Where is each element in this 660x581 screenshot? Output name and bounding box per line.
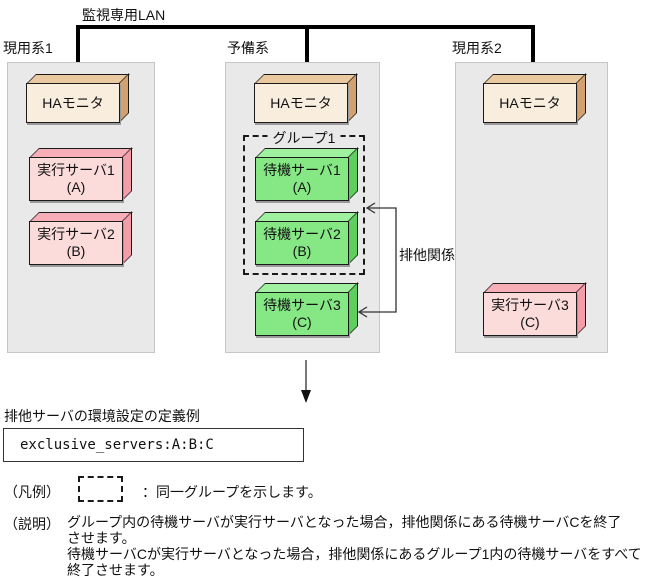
- explanation-line: 終了させます。: [67, 562, 164, 578]
- server-name: 実行サーバ2: [37, 226, 115, 242]
- server-name: 待機サーバ1: [263, 162, 341, 178]
- server-name: 待機サーバ3: [263, 297, 341, 313]
- server-id: (A): [66, 179, 86, 195]
- server-id: (C): [292, 314, 312, 330]
- system-label-active1: 現用系1: [3, 40, 53, 56]
- box-front-face: 待機サーバ2 (B): [255, 221, 349, 265]
- flow-down-arrowhead: [301, 390, 311, 403]
- definition-code-box: exclusive_servers:A:B:C: [3, 428, 304, 462]
- server-id: (A): [292, 179, 312, 195]
- exclusive-relation-label: 排他関係: [399, 247, 455, 263]
- box-front-face: 待機サーバ3 (C): [255, 292, 349, 336]
- group1-dashed-box: グループ1: [243, 128, 365, 275]
- definition-code: exclusive_servers:A:B:C: [20, 437, 214, 453]
- ha-monitor-label: HAモニタ: [483, 83, 577, 123]
- explanation-label: （説明）: [4, 516, 60, 532]
- system-label-standby: 予備系: [227, 40, 269, 56]
- definition-heading: 排他サーバの環境設定の定義例: [4, 408, 200, 424]
- explanation-line: 待機サーバCが実行サーバとなった場合，排他関係にあるグループ1内の待機サーバをす…: [67, 546, 642, 562]
- legend-group-swatch: [78, 476, 123, 502]
- server-name: 待機サーバ2: [263, 226, 341, 242]
- explanation-line: グループ内の待機サーバが実行サーバとなった場合，排他関係にある待機サーバCを終了: [67, 514, 622, 530]
- box-front-face: 実行サーバ1 (A): [29, 157, 123, 201]
- ha-monitor-label: HAモニタ: [254, 83, 348, 123]
- legend-description: ：同一グループを示します。: [142, 484, 322, 500]
- server-name: 実行サーバ1: [37, 162, 115, 178]
- legend-label: （凡例）: [4, 484, 60, 500]
- server-id: (B): [66, 243, 86, 259]
- system-label-active2: 現用系2: [452, 40, 502, 56]
- box-front-face: 実行サーバ3 (C): [483, 292, 577, 336]
- server-id: (B): [292, 243, 312, 259]
- lan-label: 監視専用LAN: [82, 7, 166, 23]
- server-id: (C): [520, 314, 540, 330]
- explanation-line: させます。: [67, 530, 136, 546]
- group1-label: グループ1: [267, 128, 341, 148]
- server-name: 実行サーバ3: [491, 297, 569, 313]
- box-front-face: 待機サーバ1 (A): [255, 157, 349, 201]
- box-front-face: 実行サーバ2 (B): [29, 221, 123, 265]
- ha-monitor-label: HAモニタ: [26, 83, 120, 123]
